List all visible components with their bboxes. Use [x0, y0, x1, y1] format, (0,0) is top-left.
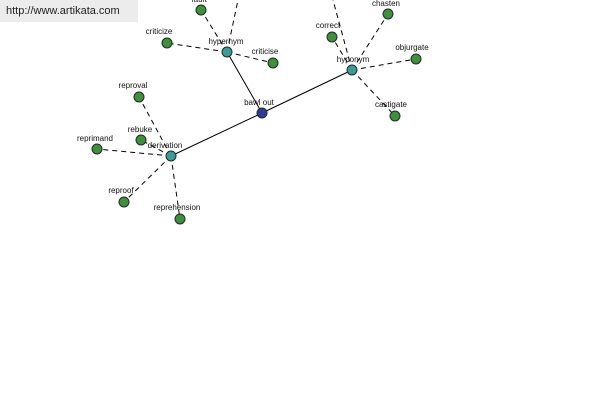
edge-hyponym-castigate [351, 69, 396, 117]
edge-center-hypernym [226, 51, 263, 114]
edge-derivation-reproof [123, 155, 172, 203]
node-derivation[interactable] [165, 150, 177, 162]
node-castigate[interactable] [389, 110, 401, 122]
label-castigate[interactable]: castigate [375, 100, 408, 109]
label-hypernym[interactable]: hypernym [208, 37, 243, 46]
edge-hypernym-criticise [226, 51, 274, 64]
label-reprimand[interactable]: reprimand [77, 134, 113, 143]
edge-derivation-rebuke [140, 139, 172, 157]
node-correct[interactable] [326, 31, 338, 43]
label-objurgate[interactable]: objurgate [395, 43, 429, 52]
node-reproval[interactable] [133, 91, 145, 103]
source-url-label[interactable]: http://www.artikata.com [0, 0, 138, 22]
edge-derivation-reprehension [170, 155, 181, 220]
label-chasten[interactable]: chasten [372, 0, 400, 8]
label-derivation[interactable]: derivation [148, 141, 183, 150]
label-correct[interactable]: correct [316, 21, 341, 30]
label-rebuke[interactable]: rebuke [128, 125, 153, 134]
edge-hyponym-chasten [351, 13, 389, 71]
graph-edges [96, 0, 417, 220]
label-reproof[interactable]: reproof [108, 186, 134, 195]
label-bawl-out[interactable]: bawl out [244, 98, 275, 107]
edge-hyponym-correct [331, 36, 353, 71]
label-fault[interactable]: fault [191, 0, 207, 4]
node-hyponym[interactable] [346, 64, 358, 76]
node-bawl-out[interactable] [256, 107, 268, 119]
label-reprehension[interactable]: reprehension [154, 203, 201, 212]
edge-derivation-reproval [138, 96, 172, 157]
node-reprehension[interactable] [174, 213, 186, 225]
graph-nodes [91, 4, 422, 225]
edge-hyponym-upper [332, 0, 353, 71]
edge-hyponym-objurgate [351, 58, 417, 71]
edge-hypernym-criticize [166, 42, 228, 53]
graph-labels: bawl out hypernym hyponym derivation fau… [77, 0, 429, 212]
node-hypernym[interactable] [221, 46, 233, 58]
node-reproof[interactable] [118, 196, 130, 208]
node-objurgate[interactable] [410, 53, 422, 65]
label-hyponym[interactable]: hyponym [337, 55, 370, 64]
label-criticize[interactable]: criticize [146, 27, 173, 36]
node-rebuke[interactable] [135, 134, 147, 146]
node-chasten[interactable] [382, 8, 394, 20]
label-criticise[interactable]: criticise [252, 47, 279, 56]
node-criticize[interactable] [161, 37, 173, 49]
label-reproval[interactable]: reproval [119, 81, 148, 90]
node-fault[interactable] [195, 4, 207, 16]
edge-center-derivation [170, 112, 263, 157]
node-reprimand[interactable] [91, 143, 103, 155]
node-criticise[interactable] [267, 57, 279, 69]
edge-center-hyponym [261, 69, 353, 114]
edge-derivation-reprimand [96, 148, 172, 157]
